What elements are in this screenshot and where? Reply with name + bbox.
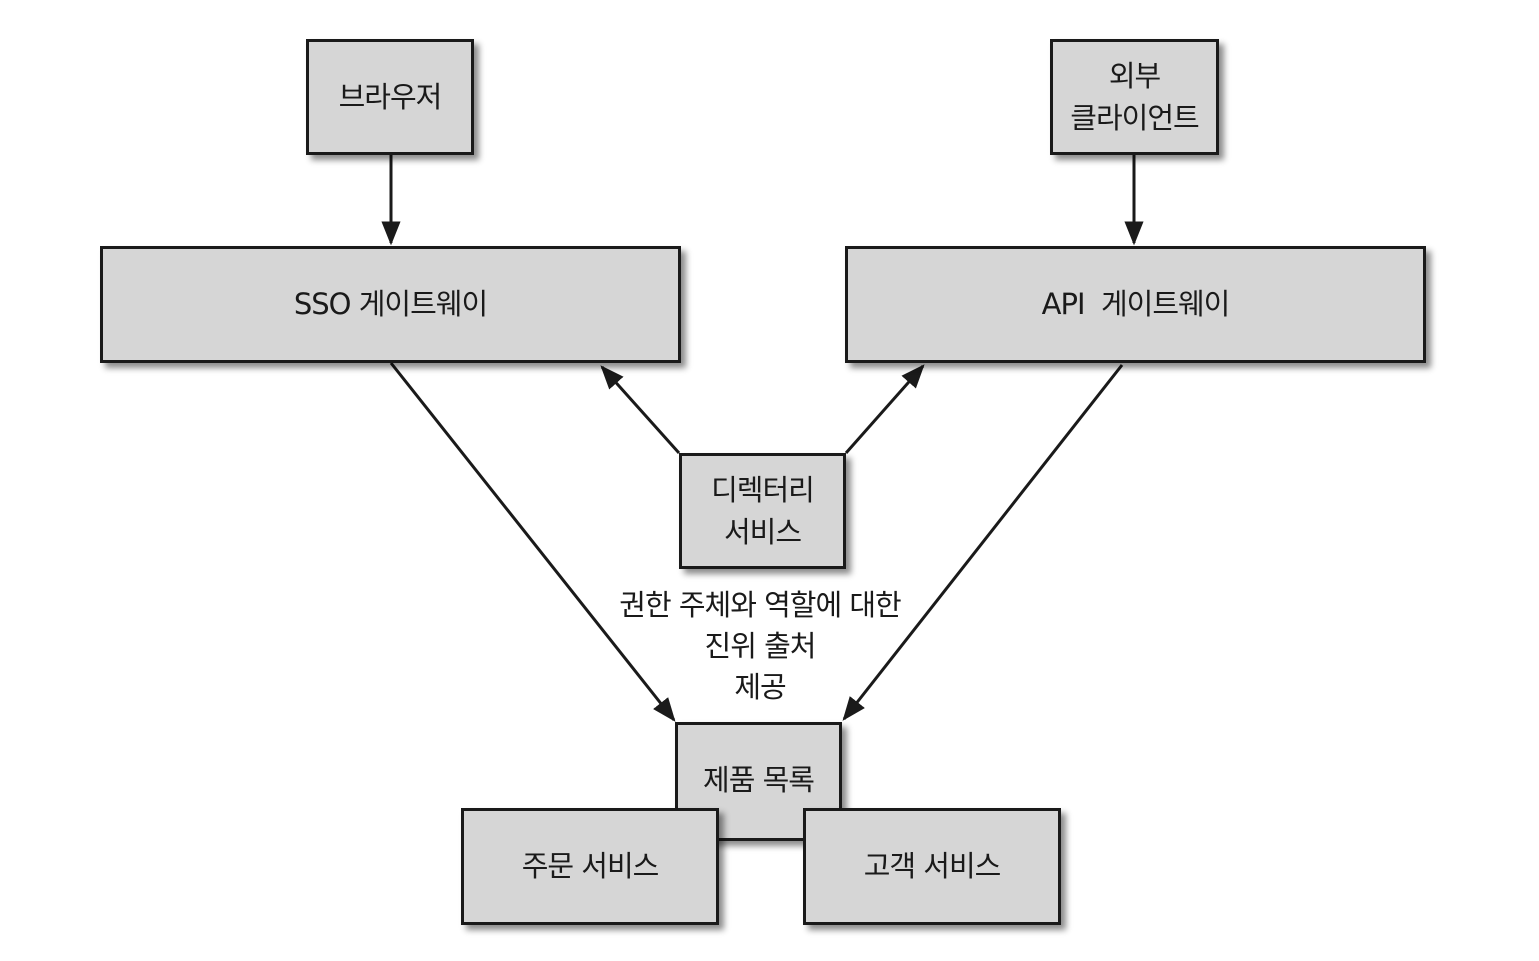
customer-service-node: 고객 서비스 [803, 808, 1061, 925]
external-client-node: 외부 클라이언트 [1050, 39, 1219, 155]
order-service-label: 주문 서비스 [521, 849, 660, 884]
api-gateway-node: API 게이트웨이 [845, 246, 1426, 363]
sso-gateway-node: SSO 게이트웨이 [100, 246, 681, 363]
browser-label: 브라우저 [338, 79, 443, 114]
customer-service-label: 고객 서비스 [863, 849, 1002, 884]
arrow-sso-to-catalog [389, 362, 676, 722]
arrow-api-to-catalog [842, 364, 1124, 721]
arrow-directory-to-api [844, 364, 925, 454]
product-catalog-label: 제품 목록 [703, 763, 815, 797]
api-gateway-label: API 게이트웨이 [1041, 287, 1231, 322]
order-service-node: 주문 서비스 [461, 808, 719, 925]
directory-service-node: 디렉터리 서비스 [679, 453, 846, 569]
browser-node: 브라우저 [306, 39, 474, 155]
sso-gateway-label: SSO 게이트웨이 [293, 287, 488, 322]
directory-service-label: 디렉터리 서비스 [711, 472, 815, 549]
arrow-directory-to-sso [600, 365, 681, 455]
external-client-label: 외부 클라이언트 [1070, 58, 1199, 135]
directory-annotation: 권한 주체와 역할에 대한 진위 출처 제공 [619, 588, 901, 704]
